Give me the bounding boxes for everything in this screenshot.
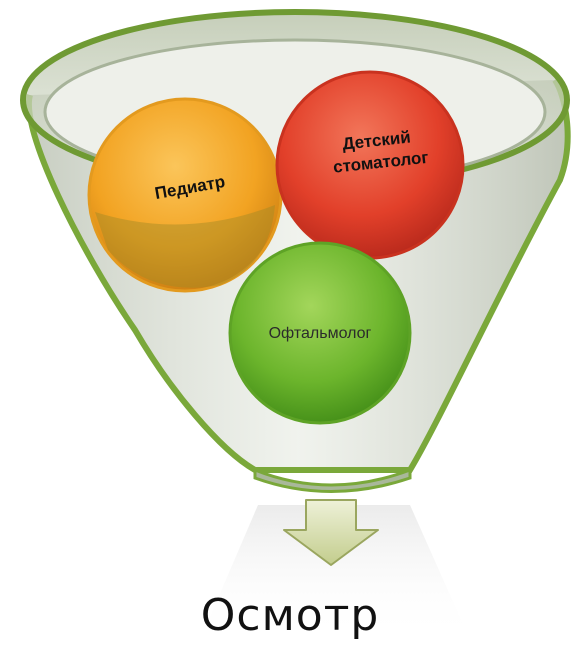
result-label: Осмотр bbox=[200, 590, 380, 641]
label-ophthalmologist: Офтальмолог bbox=[269, 325, 372, 342]
arrow-down-icon bbox=[283, 499, 379, 566]
circle-ophthalmologist bbox=[228, 241, 412, 425]
funnel-spout bbox=[253, 467, 412, 493]
funnel-reflection bbox=[200, 505, 470, 640]
